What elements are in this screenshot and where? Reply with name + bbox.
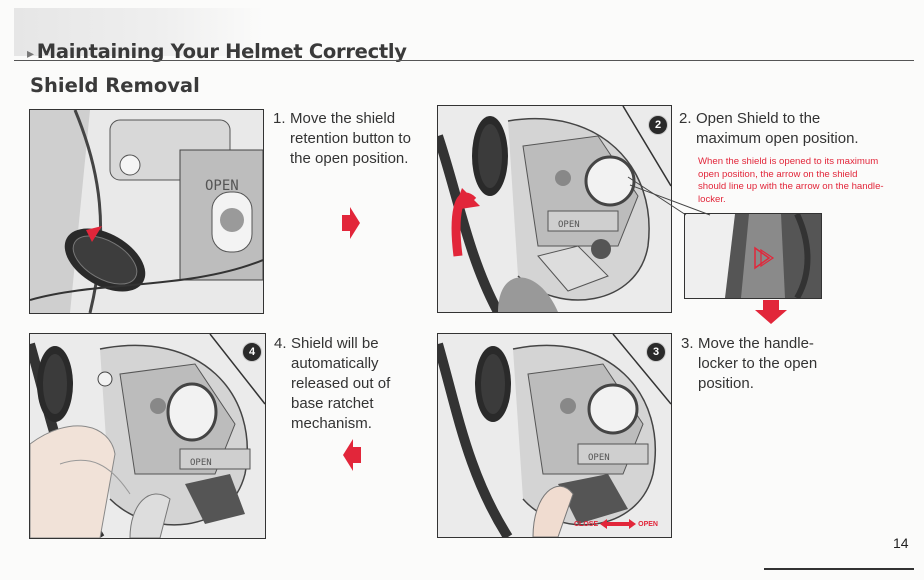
step-4-number: 4.	[274, 335, 287, 352]
arrow-detail-inset	[684, 213, 822, 299]
step-2-number: 2.	[679, 110, 692, 127]
step-3-badge: 3	[646, 342, 666, 362]
step-4-description: Shield will be automatically released ou…	[291, 335, 391, 432]
step-3-description: Move the handle-locker to the open posit…	[698, 335, 818, 392]
svg-text:OPEN: OPEN	[190, 458, 212, 468]
step-2-badge: 2	[648, 115, 668, 135]
double-arrow-icon	[600, 519, 637, 529]
step-1-description: Move the shield retention button to the …	[290, 110, 411, 167]
step-2-image: OPEN	[437, 105, 672, 313]
step-1-image: OPEN	[29, 109, 264, 314]
open-label: OPEN	[205, 178, 239, 194]
step-4-text: 4. Shield will be automatically released…	[274, 334, 409, 434]
step-1-text: 1. Move the shield retention button to t…	[273, 109, 423, 169]
inset-leader-lines	[627, 176, 711, 216]
arrow-down-icon	[755, 300, 787, 324]
close-open-indicator: CLOSE OPEN	[574, 519, 658, 529]
svg-text:OPEN: OPEN	[588, 453, 610, 463]
header-marker: ▸	[27, 46, 34, 62]
section-title: Shield Removal	[30, 74, 200, 97]
page-number: 14	[893, 535, 909, 551]
svg-text:OPEN: OPEN	[558, 220, 580, 230]
page-title: ▸Maintaining Your Helmet Correctly	[27, 40, 407, 63]
step-3-number: 3.	[681, 335, 694, 352]
arrow-right-icon	[342, 207, 360, 239]
alignment-note: When the shield is opened to its maximum…	[698, 156, 884, 205]
close-label: CLOSE	[574, 520, 599, 528]
header-shade	[14, 8, 264, 56]
arrow-left-icon	[343, 439, 361, 471]
step-3-image: OPEN	[437, 333, 672, 538]
step-4-badge: 4	[242, 342, 262, 362]
header-title-text: Maintaining Your Helmet Correctly	[36, 40, 407, 63]
step-2-description: Open Shield to the maximum open position…	[696, 110, 859, 147]
footer-rule	[764, 568, 914, 570]
open-label-small: OPEN	[638, 520, 658, 528]
step-2-text: 2. Open Shield to the maximum open posit…	[679, 109, 884, 149]
step-3-text: 3. Move the handle-locker to the open po…	[681, 334, 841, 394]
step-1-number: 1.	[273, 110, 286, 127]
step-4-image: OPEN	[29, 333, 266, 539]
header-rule	[14, 60, 914, 61]
